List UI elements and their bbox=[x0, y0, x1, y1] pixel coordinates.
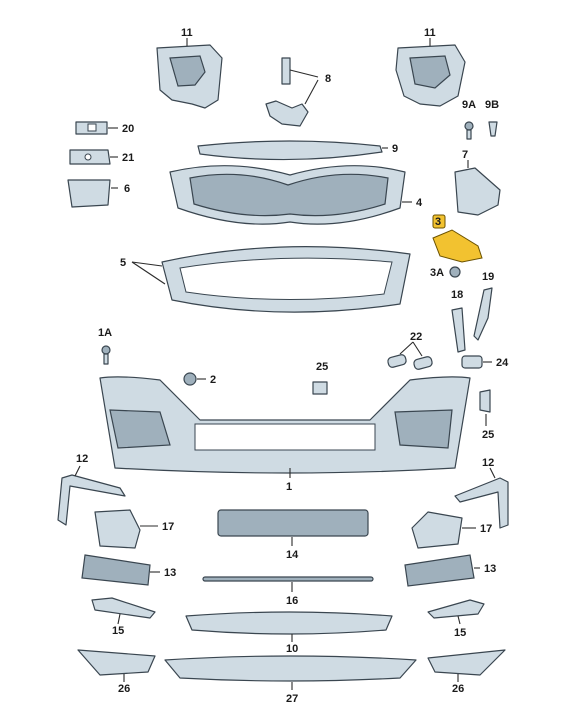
part-18-trim bbox=[451, 307, 466, 353]
label-12-right: 12 bbox=[482, 457, 494, 469]
label-11-right: 11 bbox=[424, 27, 436, 39]
part-12-trim-left bbox=[57, 465, 126, 526]
label-2: 2 bbox=[210, 374, 216, 386]
part-17-bracket-right bbox=[411, 511, 476, 549]
label-4: 4 bbox=[416, 197, 423, 209]
label-10: 10 bbox=[286, 643, 298, 655]
part-15-trim-right bbox=[427, 599, 485, 625]
part-19-trim bbox=[473, 287, 493, 341]
part-17-bracket-left bbox=[94, 509, 158, 549]
part-9a-screw bbox=[464, 121, 474, 140]
label-25-center: 25 bbox=[316, 361, 328, 373]
part-24-cap bbox=[461, 355, 492, 369]
label-25-right: 25 bbox=[482, 429, 494, 441]
label-5: 5 bbox=[120, 257, 126, 269]
label-14: 14 bbox=[286, 549, 299, 561]
label-7: 7 bbox=[462, 149, 468, 161]
part-16-strip bbox=[202, 576, 374, 592]
label-24: 24 bbox=[496, 357, 509, 369]
part-11-right-bracket bbox=[395, 38, 466, 107]
label-15-left: 15 bbox=[112, 625, 124, 637]
part-14-lower-grille bbox=[217, 509, 369, 546]
part-2-cap bbox=[183, 372, 206, 386]
label-9a: 9A bbox=[462, 99, 476, 111]
label-17-right: 17 bbox=[480, 523, 492, 535]
label-22: 22 bbox=[410, 331, 422, 343]
part-13-grille-right bbox=[404, 554, 480, 587]
label-6: 6 bbox=[124, 183, 130, 195]
label-17-left: 17 bbox=[162, 521, 174, 533]
part-26-spoiler-right bbox=[427, 649, 506, 682]
part-13-grille-left bbox=[81, 554, 160, 586]
label-9: 9 bbox=[392, 143, 398, 155]
part-25-sensor-right bbox=[479, 389, 491, 426]
part-4-grille bbox=[169, 165, 412, 225]
part-6-cover bbox=[67, 179, 118, 208]
label-9b: 9B bbox=[485, 99, 499, 111]
part-9-trim bbox=[197, 140, 388, 161]
part-15-trim-left bbox=[91, 597, 156, 625]
part-27-diffuser bbox=[164, 655, 417, 690]
label-3-highlight bbox=[432, 214, 446, 229]
part-3a-nut bbox=[449, 266, 461, 278]
label-15-right: 15 bbox=[454, 627, 466, 639]
label-18: 18 bbox=[451, 289, 463, 301]
part-7-bracket bbox=[454, 160, 501, 216]
part-1a-screw bbox=[101, 345, 111, 365]
part-8-bracket bbox=[265, 57, 319, 127]
part-22-covers bbox=[387, 341, 433, 370]
label-21: 21 bbox=[122, 152, 134, 164]
label-3a: 3A bbox=[430, 267, 444, 279]
label-1a: 1A bbox=[98, 327, 112, 339]
part-25-sensor-center bbox=[312, 381, 328, 395]
label-8: 8 bbox=[325, 73, 331, 85]
part-21-bracket bbox=[69, 149, 118, 165]
label-13-left: 13 bbox=[164, 567, 176, 579]
part-26-spoiler-left bbox=[77, 649, 156, 682]
label-19: 19 bbox=[482, 271, 494, 283]
label-20: 20 bbox=[122, 123, 134, 135]
part-1-bumper bbox=[99, 376, 471, 478]
part-10-lip bbox=[185, 611, 393, 642]
part-11-left-bracket bbox=[156, 38, 223, 109]
label-11-left: 11 bbox=[181, 27, 193, 39]
label-26-right: 26 bbox=[452, 683, 464, 695]
label-13-right: 13 bbox=[484, 563, 496, 575]
part-5-frame bbox=[131, 246, 411, 313]
label-1: 1 bbox=[286, 481, 292, 493]
part-9b-clip bbox=[488, 121, 498, 137]
label-26-left: 26 bbox=[118, 683, 130, 695]
part-12-trim-right bbox=[454, 467, 509, 529]
part-3-bracket-highlighted bbox=[432, 229, 483, 263]
label-16: 16 bbox=[286, 595, 298, 607]
label-12-left: 12 bbox=[76, 453, 88, 465]
label-3: 3 bbox=[435, 216, 441, 228]
label-27: 27 bbox=[286, 693, 298, 705]
part-20-bracket bbox=[75, 121, 118, 135]
